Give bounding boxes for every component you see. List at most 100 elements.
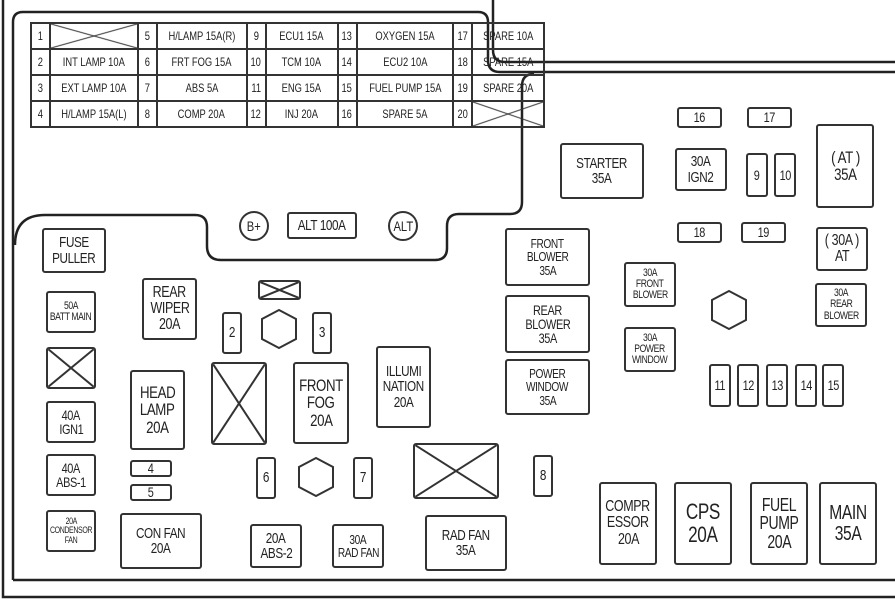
fuse-number-text: 11 bbox=[251, 81, 261, 95]
fuse-number: 19 bbox=[452, 74, 474, 102]
fuse-slot: 16 bbox=[677, 107, 722, 128]
fuse-number-text: 13 bbox=[341, 29, 353, 43]
fuse-number-text: 20 bbox=[457, 107, 469, 121]
fuse-number: 12 bbox=[245, 100, 267, 128]
fuse-number: 6 bbox=[136, 48, 158, 76]
alt-terminal: ALT bbox=[388, 211, 418, 241]
fuse-label: NATION bbox=[383, 378, 424, 396]
fuse-label: FRONT bbox=[531, 236, 564, 252]
fuse-label: 30A bbox=[642, 266, 658, 279]
fuse-label: 20A bbox=[393, 393, 414, 411]
cross-icon bbox=[213, 364, 265, 443]
fuse-slot: 3 bbox=[312, 312, 332, 354]
fuse-label: STARTER bbox=[576, 154, 628, 172]
fuse-description-text: SPARE 5A bbox=[382, 107, 428, 121]
unused-slot bbox=[211, 362, 267, 445]
b-plus-terminal: B+ bbox=[239, 211, 269, 241]
fuse-label: ABS-2 bbox=[260, 545, 292, 562]
fuse-number: 16 bbox=[336, 100, 358, 128]
fuse-description-text: COMP 20A bbox=[178, 107, 226, 121]
fuse-description: ECU2 10A bbox=[355, 48, 455, 76]
fuse-slot: 14 bbox=[795, 364, 817, 407]
fuse-slot: 4 bbox=[130, 460, 172, 477]
fuse-slot: 5 bbox=[130, 484, 172, 501]
fuse-label: FRONT bbox=[299, 376, 343, 395]
fuse-number-text: 12 bbox=[250, 107, 262, 121]
fuse-label: FUSE bbox=[59, 234, 89, 252]
fuse-label: AT bbox=[834, 248, 850, 265]
fuse-label: MAIN bbox=[829, 502, 867, 525]
fuse-label: 20A bbox=[767, 531, 791, 552]
fuse-slot: 9 bbox=[746, 153, 768, 197]
fuse-label: 40A bbox=[61, 459, 81, 476]
fuse-description: ABS 5A bbox=[155, 74, 248, 102]
fuse-label: 19 bbox=[757, 224, 770, 241]
fuse-label: ABS-1 bbox=[56, 474, 86, 490]
fuse-description: INT LAMP 10A bbox=[49, 48, 139, 76]
fuse-label: 35A bbox=[539, 262, 556, 278]
fuse-number: 18 bbox=[452, 48, 474, 76]
cross-icon bbox=[48, 349, 94, 387]
fuse-number: 4 bbox=[30, 100, 51, 128]
fuse-label: 20A bbox=[617, 530, 639, 548]
fuse-label: RAD FAN bbox=[337, 545, 379, 560]
fuse-number: 9 bbox=[245, 22, 267, 50]
fuse-label: ( 30A ) bbox=[824, 231, 860, 249]
fuse-number: 1 bbox=[30, 22, 51, 50]
fuse-number-text: 7 bbox=[144, 81, 150, 95]
fuse-label: 20A bbox=[309, 410, 333, 430]
fuse-label: LAMP bbox=[140, 400, 175, 420]
fuse-number-text: 17 bbox=[457, 29, 469, 43]
cross-icon bbox=[415, 445, 497, 497]
fuse-label: REAR bbox=[533, 301, 562, 318]
fuse-description-text: TCM 10A bbox=[281, 55, 322, 69]
fuse-description-text: OXYGEN 15A bbox=[375, 29, 435, 43]
fuse-label: 18 bbox=[693, 224, 706, 241]
fuse-description-text: H/LAMP 15A(R) bbox=[168, 29, 236, 43]
fuse-label: 35A bbox=[539, 392, 556, 408]
fuse-number-text: 2 bbox=[37, 55, 44, 69]
fuse-label: BLOWER bbox=[632, 289, 668, 302]
fuse-description-text: SPARE 10A bbox=[483, 29, 534, 43]
fuse-label: 30A bbox=[642, 331, 658, 344]
fuse-label: 30A bbox=[349, 531, 367, 547]
fuse-number: 10 bbox=[245, 48, 267, 76]
fuse-description: SPARE 5A bbox=[355, 100, 455, 128]
fuse-description-text: INT LAMP 10A bbox=[62, 55, 125, 69]
fuse-label: 3 bbox=[318, 324, 326, 342]
fuse-label: 20A bbox=[158, 316, 181, 334]
fuse-number: 5 bbox=[136, 22, 158, 50]
fuse-number-text: 10 bbox=[250, 55, 262, 69]
fuse-label: 35A bbox=[834, 522, 862, 545]
fuse-number-text: 3 bbox=[37, 81, 44, 95]
fuse-description: H/LAMP 15A(R) bbox=[155, 22, 248, 50]
fuse-label: 14 bbox=[800, 377, 812, 394]
fuse-label: 16 bbox=[693, 109, 706, 126]
fuse-number: 7 bbox=[136, 74, 158, 102]
fuse-label: CPS bbox=[685, 499, 721, 525]
fuse-label: 7 bbox=[359, 469, 367, 487]
hexagon-bolt-icon bbox=[711, 289, 747, 331]
fuse-number-text: 16 bbox=[341, 107, 353, 121]
fuse-label: POWER bbox=[529, 366, 566, 382]
fuse-number-text: 5 bbox=[144, 29, 150, 43]
fuse-number-text: 18 bbox=[457, 55, 469, 69]
fuse-label: 35A bbox=[538, 330, 557, 347]
b-plus-label: B+ bbox=[246, 218, 261, 234]
